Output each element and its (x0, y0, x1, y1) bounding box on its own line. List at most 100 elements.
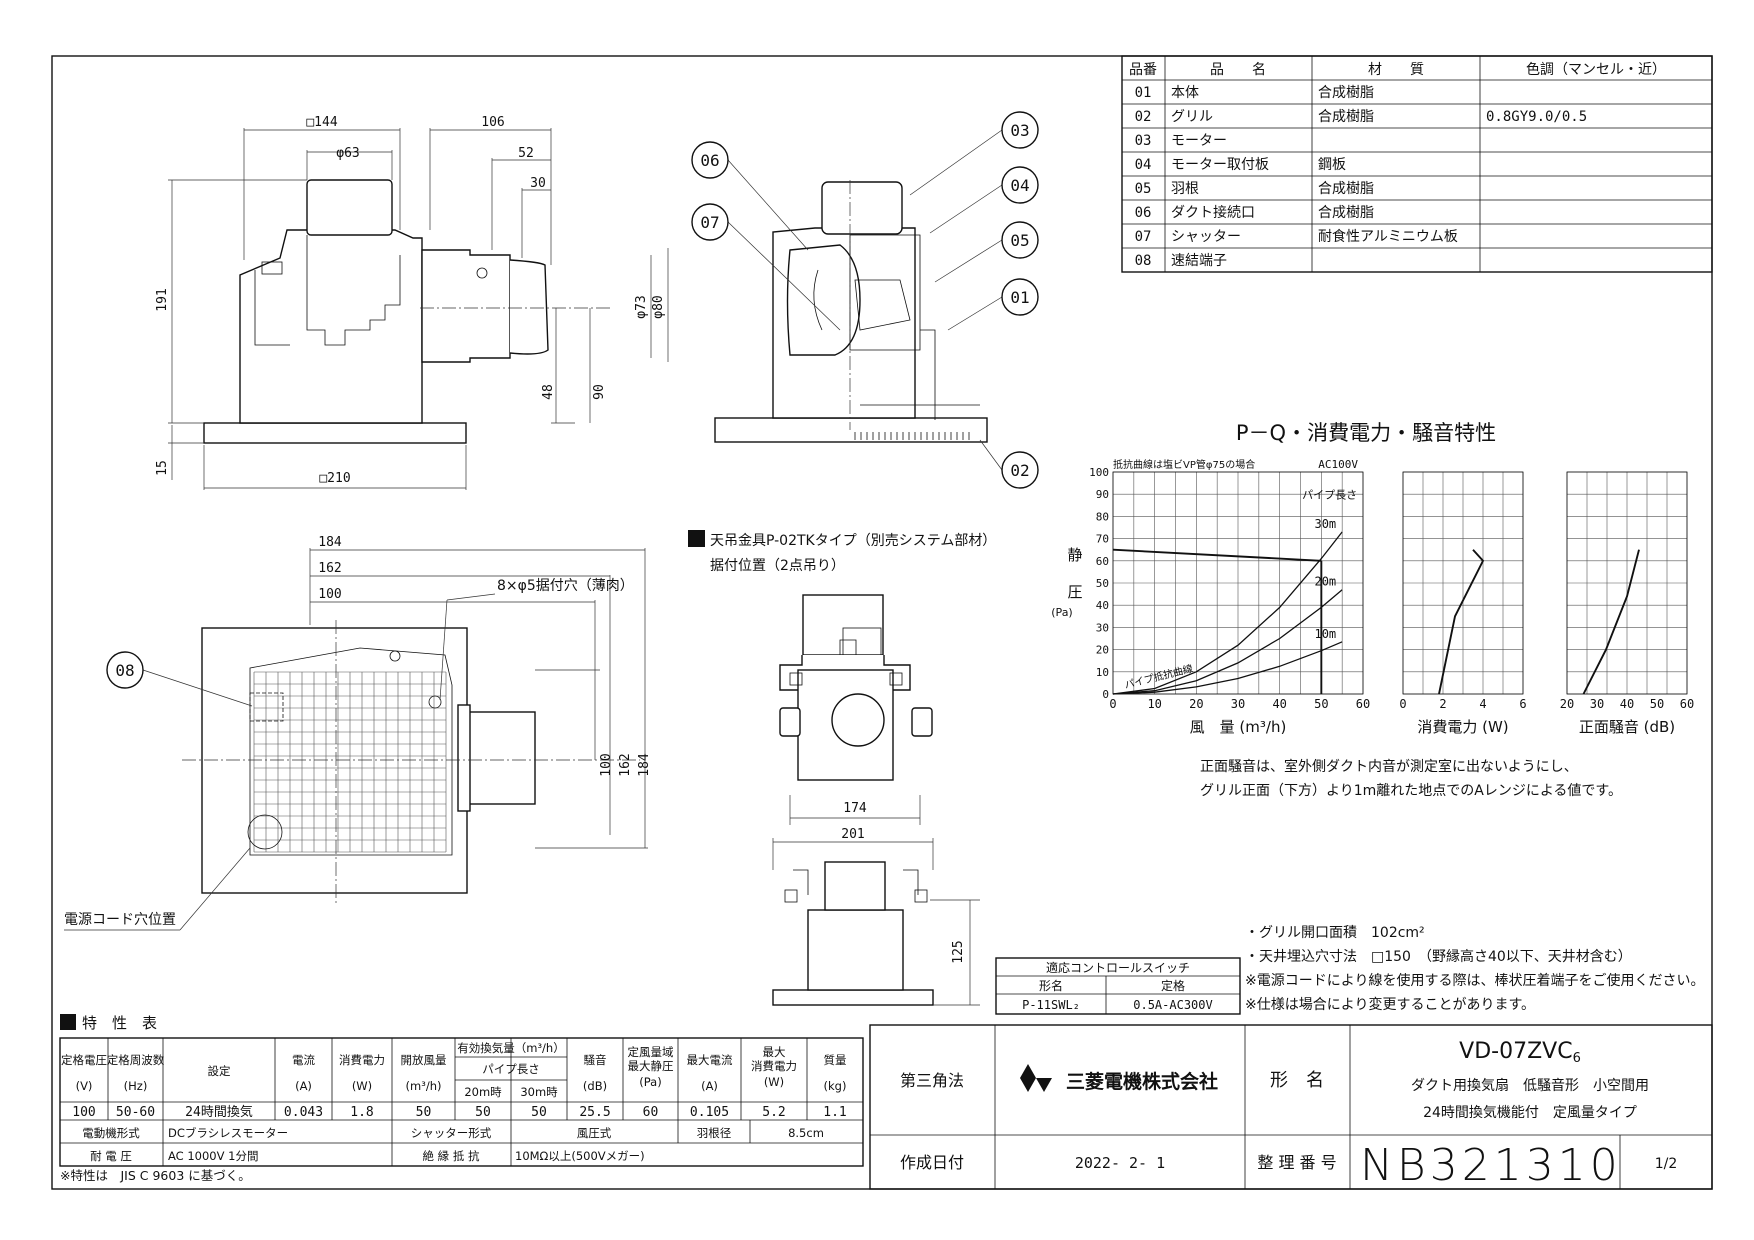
char-value: 24時間換気 (185, 1104, 253, 1120)
callout-06: 06 (700, 151, 719, 170)
plot-frame (1112, 471, 1364, 695)
char-value: 1.1 (823, 1105, 846, 1120)
dim-v162: 162 (618, 753, 633, 776)
company-name: 三菱電機株式会社 (1066, 1070, 1218, 1093)
dim-125: 125 (951, 940, 966, 963)
char-value: 5.2 (762, 1105, 785, 1120)
series-label: 30m (1314, 517, 1336, 531)
char-h_static2: 最大静圧 (628, 1059, 674, 1073)
part-name: モーター取付板 (1171, 157, 1269, 173)
x-axis-label: 正面騒音 (dB) (1579, 718, 1675, 736)
callout-circle (1001, 451, 1039, 489)
model-main: VD-07ZVC (1459, 1039, 1572, 1064)
char-h_noise_u: (dB) (583, 1079, 607, 1093)
char-h_mass: 質量 (824, 1053, 847, 1067)
char-h_freq: 定格周波数 (107, 1053, 165, 1067)
model-desc-1: ダクト用換気扇 低騒音形 小空間用 (1411, 1077, 1649, 1094)
dim-d63: φ63 (336, 146, 359, 161)
char-value: 50 (475, 1105, 491, 1120)
characteristics-marker (60, 1014, 76, 1030)
noise-note-line2: グリル正面（下方）より1m離れた地点でのAレンジによる値です。 (1200, 782, 1622, 799)
x-tick-label: 0 (1399, 697, 1406, 711)
callout-02: 02 (1010, 461, 1029, 480)
switch-rating: 0.5A-AC300V (1133, 998, 1212, 1012)
callout-04: 04 (1010, 176, 1029, 195)
switch-table (995, 957, 1241, 1015)
series-line (1582, 549, 1640, 695)
dim-106: 106 (481, 115, 504, 130)
part-no: 05 (1135, 181, 1152, 197)
char-value: 0.105 (690, 1105, 729, 1120)
dim-sq210: □210 (319, 471, 350, 486)
parts-header-no: 品番 (1129, 62, 1157, 78)
char-blade_label: 羽根径 (697, 1126, 732, 1140)
series-line (1112, 548, 1322, 562)
x-tick-label: 0 (1109, 697, 1116, 711)
parts-header-name: 品 名 (1210, 62, 1266, 78)
char-h_current_u: (A) (295, 1079, 312, 1093)
char-value: 50-60 (116, 1105, 155, 1120)
char-value: 100 (72, 1105, 95, 1120)
callout-circle (1001, 221, 1039, 259)
char-h_open: 開放風量 (401, 1053, 447, 1067)
char-h_30m: 30m時 (520, 1085, 558, 1099)
mount-note-marker (688, 530, 705, 547)
part-name: 速結端子 (1171, 253, 1227, 269)
title-block (869, 1024, 1713, 1190)
part-no: 06 (1135, 205, 1152, 221)
part-material: 鋼板 (1318, 157, 1346, 173)
char-h_maxcur: 最大電流 (687, 1053, 733, 1067)
spec-note-3: ※電源コードにより線を使用する際は、棒状圧着端子をご使用ください。 (1245, 972, 1704, 989)
x-tick-label: 2 (1439, 697, 1446, 711)
switch-header-rating: 定格 (1161, 978, 1185, 993)
char-h_setting: 設定 (208, 1064, 231, 1078)
plot-frame (1402, 471, 1524, 695)
characteristics-table (59, 1037, 864, 1167)
char-h_voltage_u: (V) (76, 1079, 93, 1093)
y-tick-label: 0 (1102, 688, 1109, 701)
characteristics-footnote: ※特性は JIS C 9603 に基づく。 (60, 1168, 251, 1183)
y-axis-unit: (Pa) (1051, 606, 1072, 619)
char-value: 50 (416, 1105, 432, 1120)
char-h_voltage: 定格電圧 (61, 1053, 107, 1067)
series-line (1112, 531, 1343, 695)
char-h_static_u: (Pa) (639, 1075, 661, 1089)
x-tick-label: 50 (1314, 697, 1328, 711)
char-insulation_value: 10MΩ以上(500Vメガー) (515, 1149, 645, 1163)
spec-note-2: ・天井埋込穴寸法 □150 （野縁高さ40以下、天井材含む） (1245, 948, 1632, 965)
char-value: 50 (531, 1105, 547, 1120)
dim-201: 201 (841, 827, 864, 842)
y-axis-label-bottom: 圧 (1067, 583, 1082, 601)
part-material: 合成樹脂 (1318, 85, 1374, 101)
switch-header-model: 形名 (1039, 978, 1063, 993)
char-h_power: 消費電力 (339, 1053, 385, 1067)
dim-191: 191 (155, 288, 170, 311)
spec-note-4: ※仕様は場合により変更することがあります。 (1245, 996, 1535, 1013)
x-axis-label: 風 量 (m³/h) (1190, 718, 1287, 736)
char-value: 1.8 (350, 1105, 373, 1120)
part-no: 08 (1135, 253, 1152, 269)
callout-circle (1001, 278, 1039, 316)
dim-sq144: □144 (306, 115, 337, 130)
x-tick-label: 60 (1356, 697, 1370, 711)
char-h_eff: 有効換気量（m³/h） (457, 1041, 564, 1055)
date-value: 2022- 2- 1 (1075, 1154, 1165, 1172)
part-material: 耐食性アルミニウム板 (1318, 228, 1458, 245)
char-h_mass_u: (kg) (824, 1079, 847, 1093)
y-tick-label: 50 (1096, 577, 1109, 590)
callout-01: 01 (1010, 288, 1029, 307)
char-h_freq_u: (Hz) (124, 1079, 148, 1093)
callout-circle (106, 651, 144, 689)
model-subscript: 6 (1573, 1051, 1581, 1066)
x-tick-label: 60 (1680, 697, 1694, 711)
projection-label: 第三角法 (900, 1071, 964, 1090)
y-tick-label: 10 (1096, 666, 1109, 679)
part-no: 03 (1135, 133, 1152, 149)
x-tick-label: 6 (1519, 697, 1526, 711)
part-name: ダクト接続口 (1171, 204, 1255, 221)
x-tick-label: 30 (1590, 697, 1604, 711)
part-material: 合成樹脂 (1318, 109, 1374, 125)
